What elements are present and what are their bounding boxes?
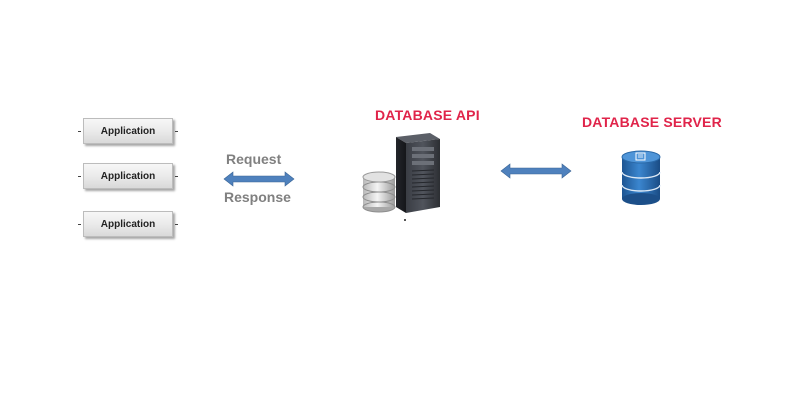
connector-tick [175, 131, 178, 132]
application-label: Application [100, 125, 156, 137]
application-label: Application [100, 218, 156, 230]
connector-tick [175, 176, 178, 177]
double-arrow-icon [223, 171, 295, 187]
server-tower-with-database-icon [362, 133, 440, 221]
application-label: Application [100, 170, 156, 182]
application-box-1: Application [78, 118, 178, 144]
database-cylinder-icon [621, 150, 661, 205]
connector-tick [78, 176, 81, 177]
connector-tick [78, 131, 81, 132]
connector-tick [78, 224, 81, 225]
application-box-3: Application [78, 211, 178, 237]
double-arrow-icon [500, 163, 572, 179]
response-label: Response [224, 189, 291, 205]
api-title: DATABASE API [375, 107, 480, 123]
application-box-2: Application [78, 163, 178, 189]
server-title: DATABASE SERVER [582, 114, 722, 130]
request-label: Request [226, 151, 282, 167]
connector-tick [175, 224, 178, 225]
